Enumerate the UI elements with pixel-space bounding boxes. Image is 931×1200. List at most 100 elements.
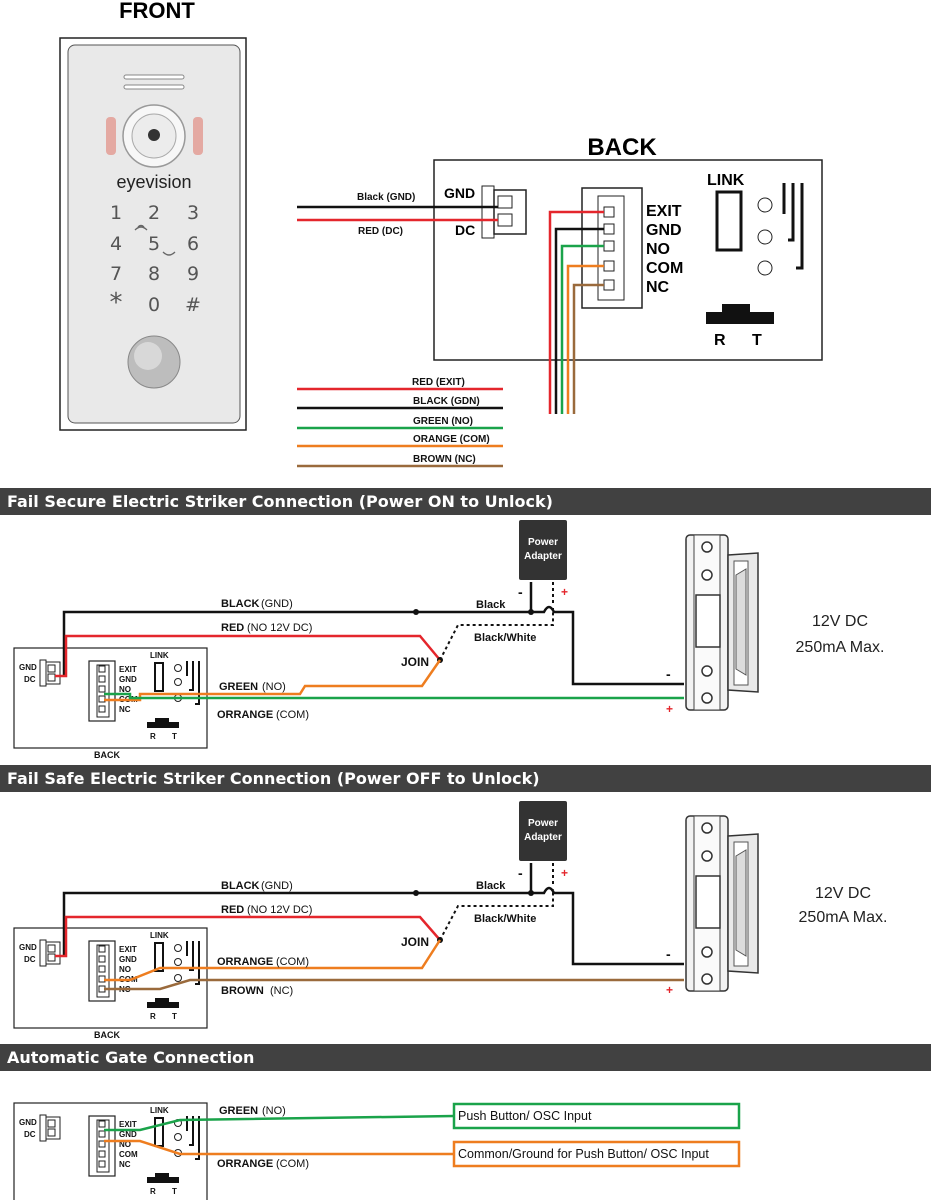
svg-text:JOIN: JOIN — [401, 655, 429, 669]
mini-terminal: GND — [119, 675, 137, 684]
link-jumper — [715, 190, 743, 252]
keypad-key: 1 — [110, 202, 122, 224]
keypad-key: 8 — [148, 263, 160, 285]
keypad-key: 2 — [148, 202, 160, 224]
mini-label-gnd: GND — [19, 943, 37, 952]
svg-text:-: - — [666, 666, 671, 682]
switch-label-t: T — [752, 332, 762, 349]
mini-label-dc: DC — [24, 675, 36, 684]
svg-text:(NC): (NC) — [270, 985, 293, 997]
mini-terminal: GND — [119, 1130, 137, 1139]
svg-text:-: - — [518, 865, 523, 881]
svg-text:Black: Black — [476, 599, 506, 611]
wire-black-gnd-term — [554, 227, 604, 414]
legend-orange: ORANGE (COM) — [413, 434, 490, 445]
back-title: BACK — [587, 134, 657, 161]
legend-green: GREEN (NO) — [413, 416, 473, 427]
keypad-key: 4 — [110, 233, 122, 255]
svg-text:250mA Max.: 250mA Max. — [796, 639, 885, 656]
back-panel: BACK GND DC Black (GND) RED (DC) EXIT GN… — [297, 134, 823, 414]
mini-terminal: EXIT — [119, 945, 137, 954]
mini-link-label: LINK — [150, 1106, 169, 1115]
wire-brown-nc — [572, 283, 604, 414]
svg-text:Black/White: Black/White — [474, 913, 536, 925]
svg-text:GREEN: GREEN — [219, 681, 258, 693]
mini-terminal: NO — [119, 685, 131, 694]
front-title: FRONT — [119, 0, 195, 23]
svg-text:(COM): (COM) — [276, 709, 309, 721]
wire-label-red-dc: RED (DC) — [358, 226, 403, 237]
svg-text:RED: RED — [221, 904, 244, 916]
wire-orange-com — [566, 264, 604, 414]
mini-switch-r: R — [150, 1012, 156, 1021]
link-label: LINK — [707, 172, 745, 189]
switch-label-r: R — [714, 332, 726, 349]
keypad-key: 0 — [148, 294, 160, 316]
svg-text:-: - — [666, 946, 671, 962]
power-label-gnd: GND — [444, 185, 475, 201]
gate-banner: Automatic Gate Connection — [0, 1044, 931, 1071]
terminal-com: COM — [646, 260, 683, 277]
mini-terminal: EXIT — [119, 1120, 137, 1129]
rfid-icon — [134, 226, 148, 231]
svg-text:BROWN: BROWN — [221, 985, 264, 997]
wire-green-no — [560, 244, 604, 414]
svg-text:(COM): (COM) — [276, 1158, 309, 1170]
mini-terminal: COM — [119, 1150, 138, 1159]
svg-text:12V DC: 12V DC — [812, 613, 868, 630]
mini-terminal: NO — [119, 1140, 131, 1149]
power-adapter-1 — [519, 520, 567, 580]
svg-text:Black/White: Black/White — [474, 632, 536, 644]
legend-brown: BROWN (NC) — [413, 454, 476, 465]
svg-text:(NO 12V DC): (NO 12V DC) — [247, 622, 312, 634]
power-adapter-2 — [519, 801, 567, 861]
keypad-key: 6 — [187, 233, 199, 255]
svg-text:(NO 12V DC): (NO 12V DC) — [247, 904, 312, 916]
wire-legend: RED (EXIT) BLACK (GDN) GREEN (NO) ORANGE… — [297, 377, 503, 468]
mini-link-label: LINK — [150, 651, 169, 660]
power-label-dc: DC — [455, 222, 475, 238]
legend-red: RED (EXIT) — [412, 377, 465, 388]
svg-text:Power: Power — [528, 818, 558, 829]
svg-text:+: + — [666, 983, 673, 997]
mini-terminal: NC — [119, 1160, 131, 1169]
mini-terminal: NC — [119, 705, 131, 714]
svg-text:Adapter: Adapter — [524, 551, 562, 562]
wire-red-exit — [548, 210, 604, 414]
keypad-key: 3 — [187, 202, 199, 224]
svg-text:(NO): (NO) — [262, 681, 286, 693]
mini-link-label: LINK — [150, 931, 169, 940]
mini-switch-t: T — [172, 1012, 177, 1021]
mini-switch-t: T — [172, 732, 177, 741]
fail-safe-banner: Fail Safe Electric Striker Connection (P… — [0, 765, 931, 792]
svg-text:ORRANGE: ORRANGE — [217, 956, 273, 968]
svg-text:JOIN: JOIN — [401, 935, 429, 949]
keypad-key: 9 — [187, 263, 199, 285]
svg-text:(GND): (GND) — [261, 880, 293, 892]
mini-switch-r: R — [150, 732, 156, 741]
mini-terminal: NO — [119, 965, 131, 974]
terminal-nc: NC — [646, 279, 670, 296]
common-ground-box — [452, 1140, 741, 1168]
push-button-box — [452, 1102, 741, 1130]
mini-switch-r: R — [150, 1187, 156, 1196]
keypad-key: 5 — [148, 233, 160, 255]
mini-label-dc: DC — [24, 1130, 36, 1139]
svg-text:GREEN: GREEN — [219, 1105, 258, 1117]
brand-logo: eyevision — [116, 172, 191, 192]
legend-black: BLACK (GDN) — [413, 396, 480, 407]
electric-strike-1 — [685, 534, 759, 711]
svg-text:RED: RED — [221, 622, 244, 634]
mini-switch-t: T — [172, 1187, 177, 1196]
terminal-exit: EXIT — [646, 203, 682, 220]
mini-label-dc: DC — [24, 955, 36, 964]
svg-text:Adapter: Adapter — [524, 832, 562, 843]
